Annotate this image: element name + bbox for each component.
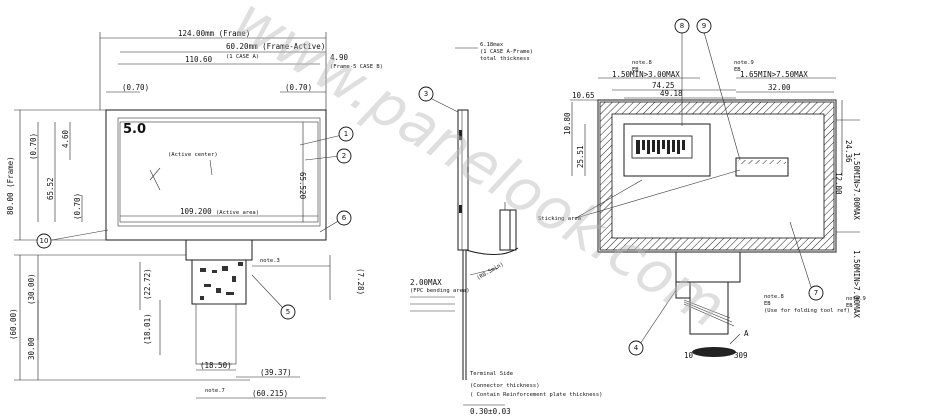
- rear-dim-top-right: 1.65MIN>7.50MAX: [740, 70, 808, 79]
- rear-bottom-connector: [692, 347, 736, 357]
- side-terminal: Terminal Side: [470, 371, 513, 377]
- svg-text:9: 9: [702, 22, 706, 30]
- fpc-dim-728: (7.28): [356, 268, 365, 295]
- dim-active-right-note: (Frame-5 CASE B): [330, 64, 383, 70]
- dim-right-gap: (0.70): [285, 83, 312, 92]
- rear-dim-1065: 10.65: [572, 91, 595, 100]
- dim-active-width-note: (Active area): [216, 210, 259, 216]
- rear-dim-4918: 49.18: [660, 89, 683, 98]
- dim-left-a: 4.60: [61, 129, 70, 148]
- svg-text:3: 3: [424, 90, 428, 98]
- callout-4: [628, 340, 644, 356]
- side-dim-top-note: (1 CASE A-Frame): [480, 49, 533, 55]
- dim-active-width: 109.200: [180, 207, 212, 216]
- fpc-note3: note.3: [260, 258, 280, 264]
- side-dim-bottom: 0.30±0.03: [470, 407, 511, 416]
- side-dim-top: 6.18max: [480, 42, 504, 48]
- rear-note8-sub: EB: [632, 67, 639, 73]
- front-active-center-label: (Active center): [168, 152, 218, 158]
- rear-dim-3200: 32.00: [768, 83, 791, 92]
- dim-left-gap: (0.70): [122, 83, 149, 92]
- svg-text:8: 8: [680, 22, 684, 30]
- rear-dim-2551: 25.51: [576, 145, 585, 168]
- callout-9: [696, 18, 712, 34]
- front-note7: note.7: [205, 388, 225, 394]
- rear-label-309: 309: [734, 351, 748, 360]
- side-contain: ( Contain Reinforcement plate thickness): [470, 392, 602, 398]
- callout-6: [336, 210, 352, 226]
- rear-dim-7425: 74.25: [652, 81, 675, 90]
- rear-chip: [735, 157, 789, 177]
- side-connector: (Connector thickness): [470, 383, 540, 389]
- dim-left-c: (0.70): [73, 193, 82, 220]
- dim-active-width-top: 60.20mm (Frame-Active): [226, 42, 325, 51]
- rear-note9-right-sub: EB: [846, 303, 853, 309]
- svg-text:4: 4: [634, 344, 639, 352]
- rear-note9-sub: EB: [734, 67, 741, 73]
- callout-10: [36, 233, 52, 249]
- side-dim-mid: 2.00MAX: [410, 278, 442, 287]
- dim-active-offset-top: 110.60: [185, 55, 213, 64]
- dim-active-height: 65.520: [298, 172, 307, 200]
- fpc-dim-60215: (60.215): [252, 389, 288, 398]
- fpc-dim-30b: 30.00: [27, 337, 36, 360]
- rear-dim-1200: 12.00: [834, 172, 843, 195]
- svg-text:6: 6: [342, 214, 347, 222]
- svg-text:1: 1: [344, 130, 348, 138]
- rear-dim-2436: 24.36: [844, 140, 853, 163]
- svg-text:10: 10: [40, 237, 49, 245]
- rear-note8-bottom: note.8: [764, 294, 784, 300]
- rear-sticking-area: Sticking area: [538, 216, 581, 222]
- rear-note9-right: note.9: [846, 296, 866, 302]
- svg-text:7: 7: [814, 289, 818, 297]
- fpc-dim-3937: (39.37): [260, 368, 292, 377]
- side-dim-top-note2: total thickness: [480, 56, 530, 62]
- rear-note9: note.9: [734, 60, 754, 66]
- fpc-dim-1801: (18.01): [143, 313, 152, 345]
- rear-dim-right-a: 1.50MIN>7.00MAX: [852, 152, 861, 220]
- fpc-dim-30a: (30.00): [27, 273, 36, 305]
- callout-1: [338, 126, 354, 142]
- dim-height-active: 65.52: [46, 177, 55, 200]
- front-fpc-tail: [185, 239, 253, 261]
- rear-dim-1080: 10.80: [563, 112, 572, 135]
- dim-left-b: (0.70): [29, 133, 38, 160]
- dim-active-right-margin: 4.90: [330, 53, 349, 62]
- front-view: 5.0 (Active center) 124.00mm (Frame) 60.…: [6, 29, 383, 399]
- fpc-dim-2272: (22.72): [143, 268, 152, 300]
- side-dim-bend: (R0.5min): [476, 262, 505, 282]
- fpc-dim-60: (60.00): [9, 308, 18, 340]
- dim-frame-note: (1 CASE A): [226, 54, 259, 60]
- rear-connector-pins: [636, 140, 685, 154]
- callout-7: [808, 285, 824, 301]
- rear-view: note.8 EB note.9 EB 1.50MIN>3.00MAX 1.65…: [538, 18, 866, 360]
- callout-2: [336, 148, 352, 164]
- rear-dim-right-b: 1.50MIN>7.00MAX: [852, 250, 861, 318]
- front-model-label: 5.0: [123, 122, 146, 137]
- rear-label-10: 10: [684, 351, 694, 360]
- rear-connector-area: [623, 123, 711, 177]
- rear-label-A: A: [744, 329, 749, 338]
- rear-dim-top-left: 1.50MIN>3.00MAX: [612, 70, 680, 79]
- dim-height-frame: 80.00 (Frame): [6, 156, 15, 215]
- fpc-components: [200, 262, 243, 300]
- svg-text:2: 2: [342, 152, 346, 160]
- rear-note8: note.8: [632, 60, 652, 66]
- rear-note8-bottom-text: (Use for folding tool ref): [764, 308, 850, 314]
- front-active-area: [119, 121, 319, 223]
- svg-text:5: 5: [286, 308, 290, 316]
- callout-8: [674, 18, 690, 34]
- side-dim-mid-note: (FPC bending area): [410, 288, 470, 294]
- rear-note8-bottom-sub: EB: [764, 301, 771, 307]
- callout-5: [280, 304, 296, 320]
- fpc-dim-1850: (18.50): [200, 361, 232, 370]
- callout-3: [418, 86, 434, 102]
- dim-frame-width: 124.00mm (Frame): [178, 29, 250, 38]
